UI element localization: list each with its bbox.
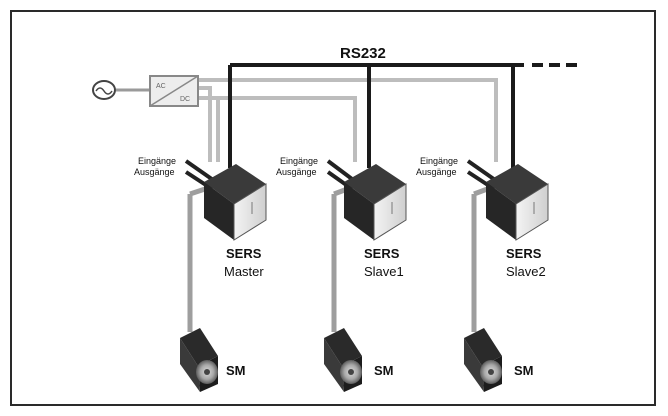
svg-text:AC: AC	[156, 83, 166, 90]
unit-name: SERS	[226, 246, 262, 261]
bus-drops	[228, 65, 515, 168]
motor-label: SM	[226, 363, 246, 378]
system-diagram: RS232 AC DC Eingänge Ausgänge SERS M	[92, 45, 577, 392]
unit-role: Master	[224, 264, 264, 279]
unit-name: SERS	[506, 246, 542, 261]
controller-body	[204, 164, 266, 204]
unit-role: Slave1	[364, 264, 404, 279]
controller-body	[344, 164, 406, 204]
power-source: AC DC	[92, 75, 199, 107]
outputs-label: Ausgänge	[134, 167, 175, 177]
outputs-label: Ausgänge	[416, 167, 457, 177]
controller-panel	[515, 183, 549, 241]
unit-name: SERS	[364, 246, 400, 261]
sers-unit-slave2: Eingänge Ausgänge SERS Slave2 SM	[416, 156, 549, 392]
power-lines	[198, 78, 498, 162]
stepper-motor-icon	[324, 328, 362, 392]
inputs-label: Eingänge	[420, 156, 458, 166]
controller-panel	[233, 183, 267, 241]
svg-text:DC: DC	[180, 96, 190, 103]
stepper-motor-icon	[464, 328, 502, 392]
stepper-motor-icon	[180, 328, 218, 392]
controller-panel	[373, 183, 407, 241]
controller-body	[486, 164, 548, 204]
rs232-bus: RS232	[230, 45, 577, 67]
motor-label: SM	[374, 363, 394, 378]
inputs-label: Eingänge	[280, 156, 318, 166]
sers-unit-master: Eingänge Ausgänge SERS Master SM	[134, 156, 267, 392]
outputs-label: Ausgänge	[276, 167, 317, 177]
diagram-frame: RS232 AC DC Eingänge Ausgänge SERS M	[10, 10, 656, 406]
motor-label: SM	[514, 363, 534, 378]
unit-role: Slave2	[506, 264, 546, 279]
bus-label: RS232	[340, 45, 386, 62]
inputs-label: Eingänge	[138, 156, 176, 166]
sers-unit-slave1: Eingänge Ausgänge SERS Slave1 SM	[276, 156, 407, 392]
